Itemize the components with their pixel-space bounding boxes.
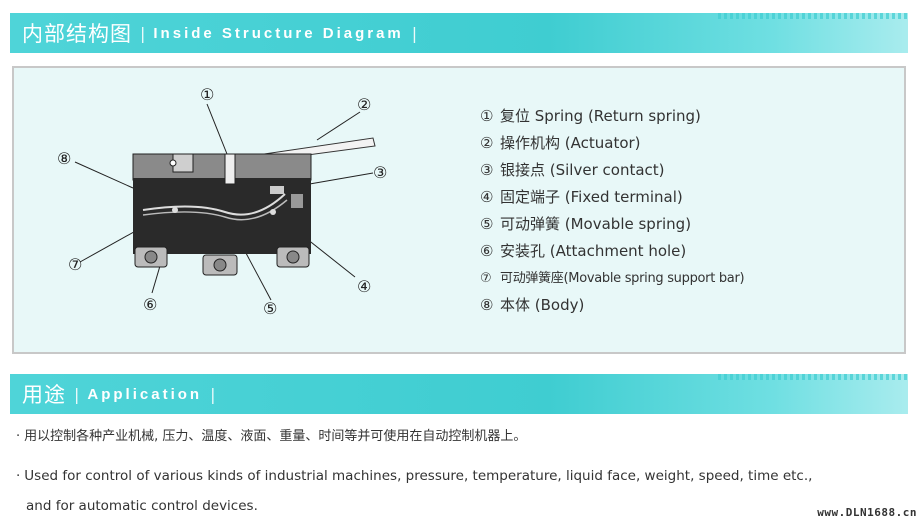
callout-3: ③: [373, 163, 387, 182]
callout-5: ⑤: [263, 299, 277, 318]
title-separator-end: |: [411, 23, 418, 43]
application-text-en-line2: and for automatic control devices.: [26, 498, 258, 514]
callout-6: ⑥: [143, 295, 157, 314]
title-separator-2-end: |: [210, 384, 216, 404]
title-separator-2: |: [74, 384, 80, 404]
application-text-zh: ·用以控制各种产业机械, 压力、温度、液面、重量、时间等并可使用在自动控制机器上…: [16, 429, 527, 444]
section-header-structure: 内部结构图 | Inside Structure Diagram |: [10, 13, 908, 53]
section-title-zh: 内部结构图: [22, 22, 132, 46]
section-title-en: Inside Structure Diagram: [153, 24, 404, 42]
terminals: [134, 246, 310, 276]
callout-1: ①: [200, 85, 214, 104]
application-text-en-line1: ·Used for control of various kinds of in…: [16, 468, 813, 484]
callout-8: ⑧: [57, 149, 71, 168]
site-watermark: www.DLN1688.cn: [817, 506, 917, 519]
callout-7: ⑦: [68, 255, 82, 274]
section-title-en-2: Application: [87, 385, 203, 403]
section-title-zh-2: 用途: [22, 383, 66, 407]
callout-labels: ① ② ③ ④ ⑤ ⑥ ⑦ ⑧: [57, 85, 387, 318]
banner-dots-decoration: [718, 13, 908, 19]
banner-dots-decoration-2: [718, 374, 908, 380]
micro-switch-diagram: ① ② ③ ④ ⑤ ⑥ ⑦ ⑧: [57, 85, 387, 318]
switch-body: [132, 153, 312, 254]
section-header-application: 用途 | Application |: [10, 374, 908, 414]
callout-2: ②: [357, 95, 371, 114]
title-separator: |: [140, 23, 146, 43]
callout-4: ④: [357, 277, 371, 296]
